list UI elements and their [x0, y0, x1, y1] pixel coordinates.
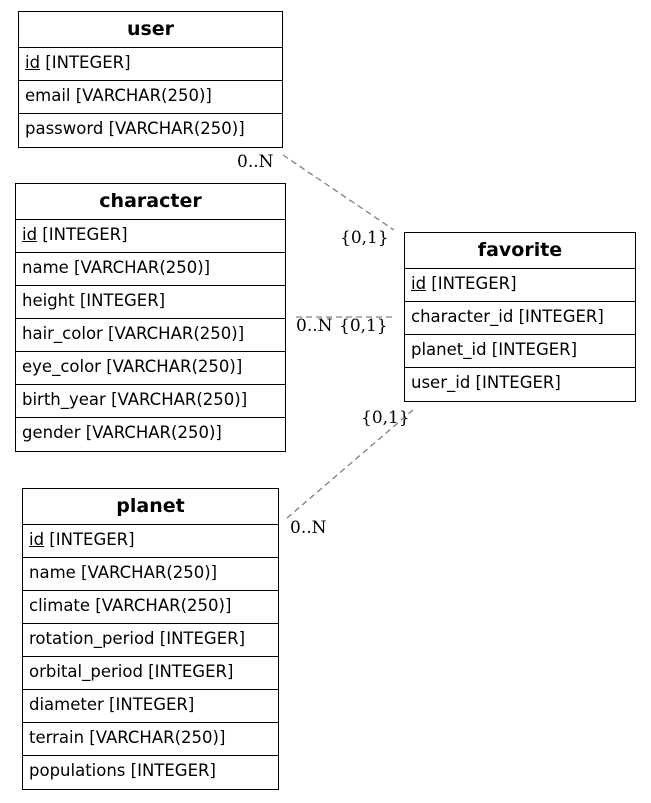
- field-row: rotation_period [INTEGER]: [23, 624, 278, 657]
- field-row: id [INTEGER]: [23, 525, 278, 558]
- entity-favorite: favorite id [INTEGER] character_id [INTE…: [404, 232, 636, 402]
- card-planet-many: 0..N: [290, 518, 327, 538]
- entity-user: user id [INTEGER] email [VARCHAR(250)] p…: [18, 11, 283, 148]
- field-type: [INTEGER]: [44, 530, 135, 549]
- card-planet-favorite-one: {0,1}: [361, 408, 410, 428]
- entity-title: planet: [23, 489, 278, 525]
- field-row: user_id [INTEGER]: [411, 373, 561, 392]
- edge-planet-favorite: [286, 409, 414, 519]
- field-row: name [VARCHAR(250)]: [23, 558, 278, 591]
- field-row: id [INTEGER]: [405, 269, 635, 302]
- entity-planet: planet id [INTEGER] name [VARCHAR(250)] …: [22, 488, 279, 790]
- field-row: password [VARCHAR(250)]: [25, 119, 245, 138]
- field-row: id [INTEGER]: [19, 48, 282, 81]
- card-character-favorite-one: {0,1}: [339, 316, 388, 336]
- primary-key: id: [25, 53, 41, 72]
- field-row: gender [VARCHAR(250)]: [22, 423, 222, 442]
- field-row: orbital_period [INTEGER]: [23, 657, 278, 690]
- field-row: hair_color [VARCHAR(250)]: [16, 319, 285, 352]
- card-user-many: 0..N: [237, 152, 274, 172]
- field-row: id [INTEGER]: [16, 220, 285, 253]
- entity-title: user: [19, 12, 282, 48]
- field-row: planet_id [INTEGER]: [405, 335, 635, 368]
- card-user-favorite-one: {0,1}: [340, 228, 389, 248]
- field-row: eye_color [VARCHAR(250)]: [16, 352, 285, 385]
- field-row: diameter [INTEGER]: [23, 690, 278, 723]
- field-row: populations [INTEGER]: [29, 761, 216, 780]
- card-character-many: 0..N: [296, 316, 333, 336]
- entity-title: favorite: [405, 233, 635, 269]
- primary-key: id: [411, 274, 427, 293]
- field-row: terrain [VARCHAR(250)]: [23, 723, 278, 756]
- entity-title: character: [16, 184, 285, 220]
- entity-character: character id [INTEGER] name [VARCHAR(250…: [15, 183, 286, 452]
- field-type: [INTEGER]: [426, 274, 517, 293]
- field-row: name [VARCHAR(250)]: [16, 253, 285, 286]
- edge-user-favorite: [282, 154, 395, 231]
- field-row: climate [VARCHAR(250)]: [23, 591, 278, 624]
- field-row: birth_year [VARCHAR(250)]: [16, 385, 285, 418]
- field-row: email [VARCHAR(250)]: [19, 81, 282, 114]
- field-type: [INTEGER]: [37, 225, 128, 244]
- primary-key: id: [22, 225, 38, 244]
- field-row: height [INTEGER]: [16, 286, 285, 319]
- field-type: [INTEGER]: [40, 53, 131, 72]
- field-row: character_id [INTEGER]: [405, 302, 635, 335]
- primary-key: id: [29, 530, 45, 549]
